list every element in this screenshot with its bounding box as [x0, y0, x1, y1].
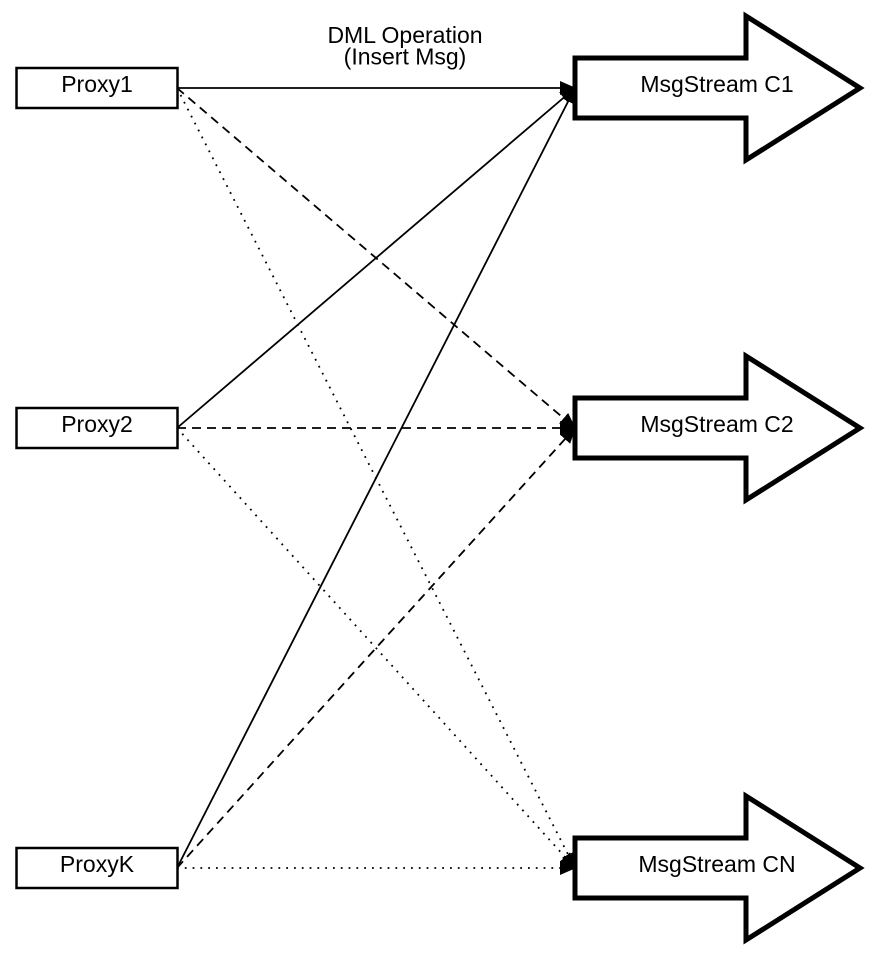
edges-layer: [176, 81, 576, 875]
proxy-node-k: ProxyK: [15, 846, 179, 890]
proxy-node-1: Proxy1: [15, 66, 179, 110]
edge-proxy2-to-cn-dotted: [176, 427, 576, 869]
proxy-label-2: Proxy2: [61, 411, 133, 437]
proxy-box: [15, 406, 179, 450]
stream-label-c1: MsgStream C1: [640, 71, 793, 97]
edge-proxy1-to-c2-dashed: [176, 87, 576, 429]
stream-node-cn: MsgStream CN: [572, 791, 865, 945]
edge-proxy1-to-cn-dotted: [176, 87, 576, 869]
proxy-box: [15, 66, 179, 110]
proxy-box: [15, 846, 179, 890]
block-arrow-right-icon: [572, 791, 865, 945]
edge-annotation: DML Operation (Insert Msg): [327, 22, 482, 70]
proxy-label-k: ProxyK: [60, 851, 135, 877]
annotation-line1: DML Operation: [327, 22, 482, 48]
annotation-line2: (Insert Msg): [344, 44, 467, 70]
stream-node-c1: MsgStream C1: [572, 11, 865, 165]
edge-proxyk-to-c2-dashed: [176, 427, 576, 869]
block-arrow-right-icon: [572, 351, 865, 505]
block-arrow-right-icon: [572, 11, 865, 165]
stream-label-c2: MsgStream C2: [640, 411, 793, 437]
proxy-node-2: Proxy2: [15, 406, 179, 450]
stream-label-cn: MsgStream CN: [638, 851, 795, 877]
stream-node-c2: MsgStream C2: [572, 351, 865, 505]
proxy-label-1: Proxy1: [61, 71, 133, 97]
